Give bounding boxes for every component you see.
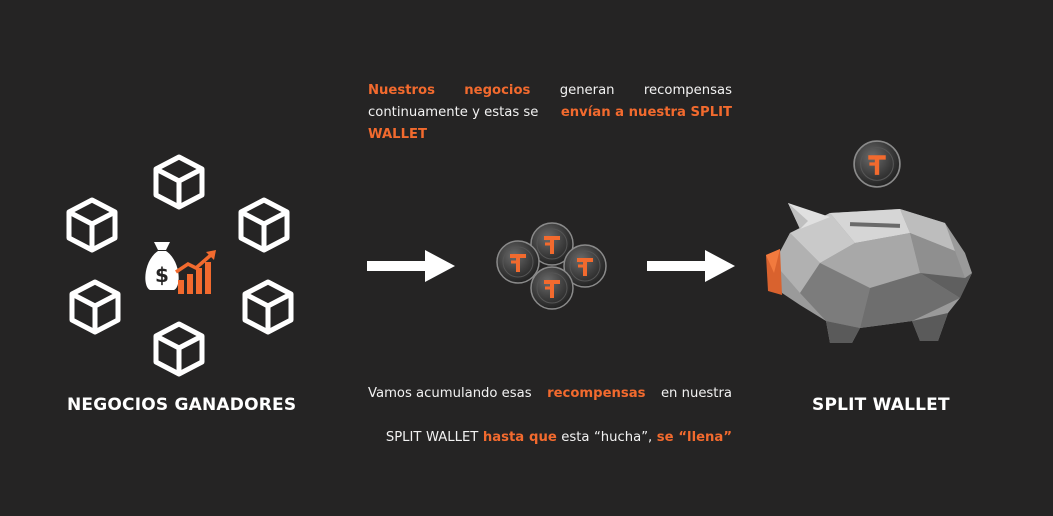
svg-text:$: $ [155, 263, 169, 287]
cube-icon [150, 153, 208, 211]
cube-icon [66, 278, 124, 336]
arrow-right-icon [647, 250, 735, 282]
negocios-ganadores-title: NEGOCIOS GANADORES [67, 395, 297, 415]
money-bag-growth-chart-icon: $ [145, 242, 216, 294]
bottom-text-highlight: recompensas [547, 386, 646, 401]
bottom-text-highlight: se “llena” [656, 430, 732, 445]
top-text-word: negocios [464, 83, 531, 98]
cube-icon [63, 196, 121, 254]
top-text-highlight: envían a nuestra SPLIT [560, 105, 732, 120]
arrow-right-icon [367, 250, 455, 282]
top-text-word: generan [559, 83, 615, 98]
piggy-bank-image [766, 203, 972, 343]
bottom-text-highlight: hasta que [482, 430, 557, 445]
bottom-text-segment: SPLIT WALLET [385, 430, 483, 445]
top-description: Nuestros negocios generan recompensas co… [368, 80, 732, 146]
bottom-description: Vamos acumulando esas recompensas en nue… [368, 383, 732, 471]
cube-icon [235, 196, 293, 254]
cube-icon [150, 320, 208, 378]
coin-icon [853, 140, 901, 188]
coin-icon [530, 266, 574, 310]
top-text-word: recompensas [643, 83, 732, 98]
cube-icon [239, 278, 297, 336]
top-text-highlight: WALLET [368, 127, 427, 142]
top-text-segment: continuamente y estas se [368, 105, 543, 120]
split-wallet-title: SPLIT WALLET [812, 395, 950, 415]
bottom-text-segment: esta “hucha”, [556, 430, 657, 445]
bottom-text-segment: en nuestra [656, 386, 732, 401]
bottom-text-segment: Vamos acumulando esas [368, 386, 536, 401]
top-text-word: Nuestros [368, 83, 435, 98]
